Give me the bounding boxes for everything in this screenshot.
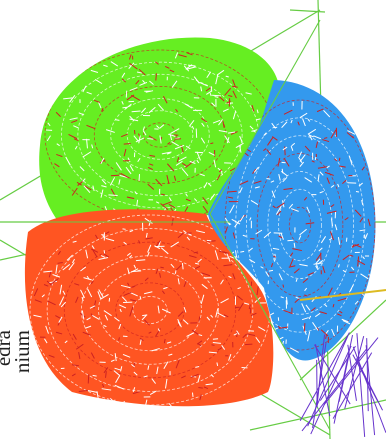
orange-texture-stroke — [88, 374, 89, 383]
green-texture-stroke — [212, 95, 221, 96]
purple-line — [353, 347, 386, 433]
side-label: edra nium — [0, 330, 32, 440]
orange-texture-stroke — [175, 270, 176, 273]
blue-texture-stroke — [374, 240, 383, 241]
orange-texture-stroke — [120, 402, 124, 403]
blue-texture-stroke — [304, 323, 305, 331]
purple-line — [320, 346, 355, 400]
orange-texture-stroke — [182, 263, 183, 269]
blue-texture-stroke — [240, 251, 244, 252]
blue-texture-stroke — [315, 157, 316, 160]
orange-texture-stroke — [142, 315, 147, 316]
orange-texture-stroke — [198, 387, 202, 388]
orange-texture-stroke — [131, 271, 141, 272]
green-texture-stroke — [147, 139, 153, 140]
orange-texture-stroke — [199, 317, 200, 322]
green-texture-stroke — [108, 195, 117, 196]
blue-texture-stroke — [339, 158, 340, 161]
orange-texture-stroke — [245, 344, 252, 345]
blue-texture-stroke — [283, 285, 284, 288]
green-texture-stroke — [122, 107, 127, 108]
blue-texture-stroke — [266, 179, 270, 180]
orange-texture-stroke — [212, 345, 215, 346]
green-texture-stroke — [111, 175, 120, 176]
green-texture-stroke — [156, 73, 157, 80]
orange-texture-stroke — [209, 352, 217, 353]
orange-texture-stroke — [213, 339, 218, 340]
blue-texture-stroke — [228, 191, 237, 192]
orange-texture-stroke — [207, 240, 211, 241]
orange-texture-stroke — [250, 308, 251, 314]
purple-line — [302, 348, 367, 431]
blue-texture-stroke — [287, 240, 293, 241]
green-texture-stroke — [124, 144, 131, 145]
purple-line — [367, 338, 369, 411]
orange-texture-stroke — [192, 393, 193, 397]
